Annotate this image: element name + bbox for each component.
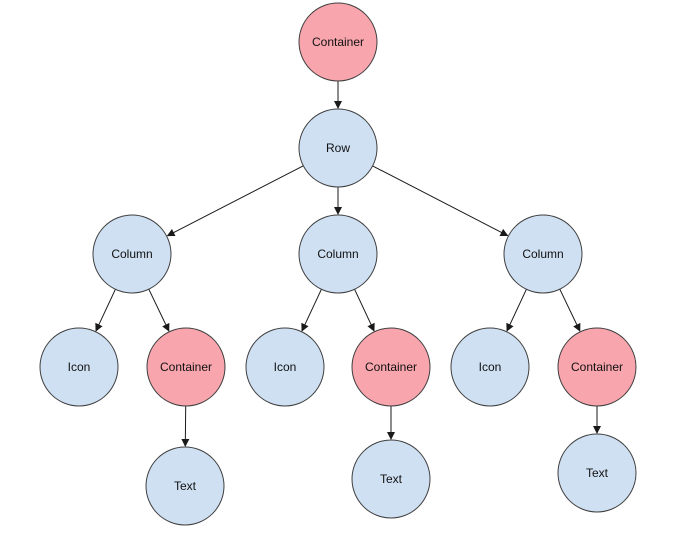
- node-label-icon-2: Icon: [274, 360, 297, 374]
- node-circle-root-container: [298, 2, 378, 82]
- node-container-3: Container: [557, 327, 637, 407]
- node-column-1: Column: [92, 214, 172, 294]
- node-circle-text-1: [145, 446, 225, 526]
- node-circle-container-1: [146, 327, 226, 407]
- node-label-row: Row: [326, 141, 350, 155]
- node-icon-1: Icon: [39, 327, 119, 407]
- node-label-root-container: Container: [312, 35, 364, 49]
- node-container-1: Container: [146, 327, 226, 407]
- node-circle-text-2: [351, 439, 431, 519]
- edges-layer: [95, 81, 601, 447]
- node-column-3: Column: [503, 214, 583, 294]
- edge-column-2-to-icon-2: [301, 289, 322, 332]
- edge-column-1-to-icon-1: [95, 289, 116, 332]
- node-text-1: Text: [145, 446, 225, 526]
- node-column-2: Column: [298, 214, 378, 294]
- node-icon-3: Icon: [450, 327, 530, 407]
- edge-column-3-to-container-3: [559, 288, 581, 332]
- edge-row-to-column-1: [166, 165, 304, 237]
- node-circle-column-2: [298, 214, 378, 294]
- node-label-icon-3: Icon: [479, 360, 502, 374]
- node-label-text-1: Text: [174, 479, 197, 493]
- node-label-column-2: Column: [317, 247, 358, 261]
- node-circle-text-3: [557, 433, 637, 513]
- node-text-2: Text: [351, 439, 431, 519]
- node-circle-row: [298, 108, 378, 188]
- edge-column-3-to-icon-3: [506, 289, 527, 332]
- node-label-container-2: Container: [365, 360, 417, 374]
- node-circle-column-3: [503, 214, 583, 294]
- node-label-icon-1: Icon: [68, 360, 91, 374]
- node-container-2: Container: [351, 327, 431, 407]
- edge-column-1-to-container-1: [148, 288, 170, 332]
- node-label-text-2: Text: [380, 472, 403, 486]
- edge-row-to-column-3: [372, 165, 509, 237]
- node-label-column-1: Column: [111, 247, 152, 261]
- node-circle-container-3: [557, 327, 637, 407]
- node-row: Row: [298, 108, 378, 188]
- node-circle-icon-2: [245, 327, 325, 407]
- node-circle-column-1: [92, 214, 172, 294]
- node-label-column-3: Column: [522, 247, 563, 261]
- node-label-container-1: Container: [160, 360, 212, 374]
- node-icon-2: Icon: [245, 327, 325, 407]
- node-label-container-3: Container: [571, 360, 623, 374]
- node-circle-container-2: [351, 327, 431, 407]
- node-circle-icon-1: [39, 327, 119, 407]
- node-circle-icon-3: [450, 327, 530, 407]
- edge-column-2-to-container-2: [354, 289, 375, 332]
- node-label-text-3: Text: [586, 466, 609, 480]
- node-root-container: Container: [298, 2, 378, 82]
- node-text-3: Text: [557, 433, 637, 513]
